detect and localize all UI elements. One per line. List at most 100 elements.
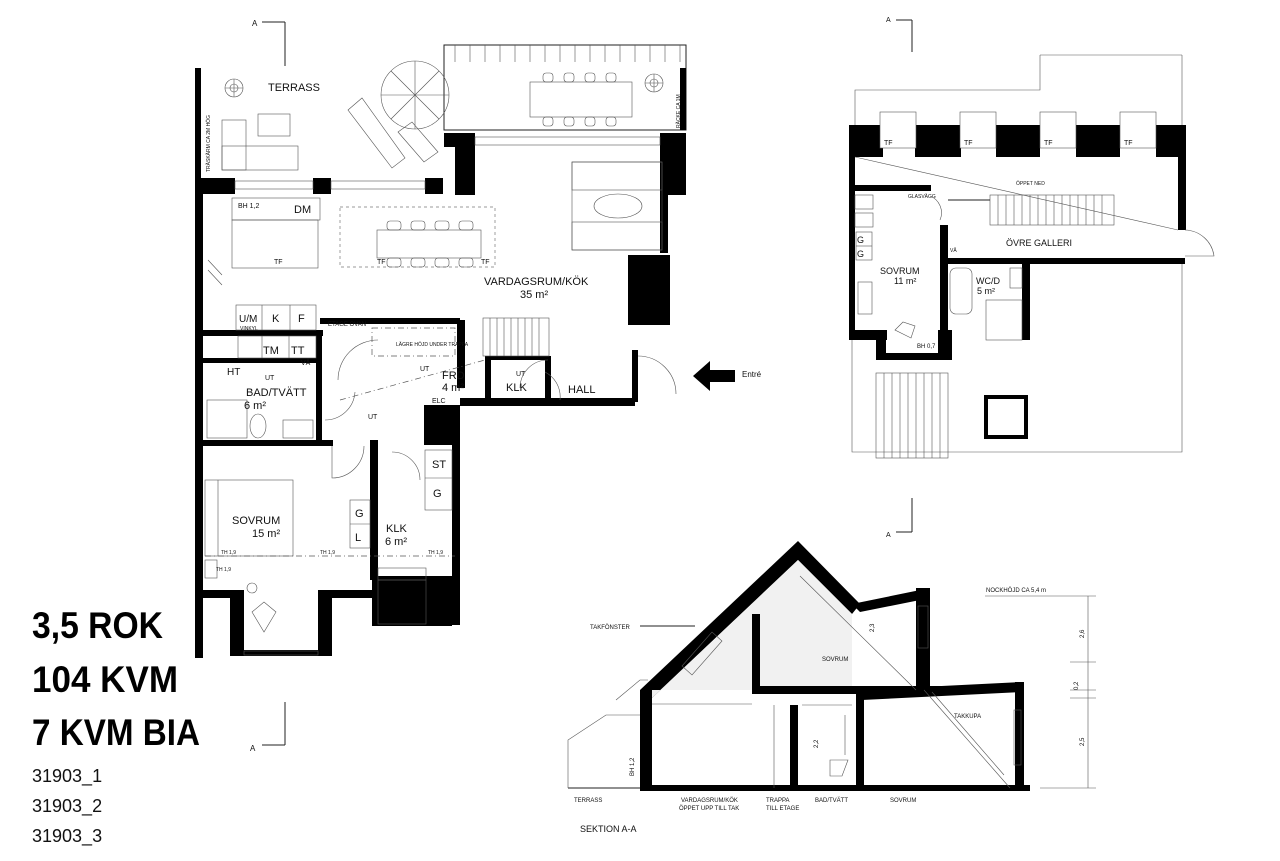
section-mark-top: A (252, 19, 286, 66)
bathroom-fixtures (206, 335, 317, 439)
section-bedroom-bottom-label: SOVRUM (890, 798, 916, 804)
main-floor-walls (195, 133, 686, 658)
wardrobe-label: G (857, 249, 864, 259)
walk-in-closet-area: 6 m² (385, 536, 407, 548)
electrical-cabinet-label: ELC (432, 398, 446, 405)
washer-label: TM (263, 345, 279, 357)
skylight-label: TF (884, 140, 893, 147)
oven-microwave-label: U/M (239, 314, 257, 325)
ceiling-height-note: TH 1,9 (221, 550, 236, 556)
towel-rail-label: HT (227, 367, 240, 378)
skylight-label: TF (1044, 140, 1053, 147)
vent-label: UT (265, 375, 275, 382)
living-room-area: 35 m² (520, 289, 548, 301)
section-dimension-line (985, 595, 1096, 789)
wardrobe-label: G (433, 488, 442, 500)
hall-closet-name: KLK (506, 382, 527, 394)
section-bath-label: BAD/TVÄTT (815, 797, 848, 804)
linen-cupboard-label: L (355, 532, 361, 544)
plant-icon (224, 78, 244, 98)
wc-shower-name: WC/D (976, 276, 1000, 286)
living-room-name: VARDAGSRUM/KÖK (484, 276, 589, 288)
section-living-label: VARDAGSRUM/KÖK (681, 797, 738, 804)
main-floor-labels: VARDAGSRUM/KÖK 35 m² BH 1,2 DM TF TF TF … (205, 203, 596, 573)
section-mark-upper-bottom: A (886, 498, 913, 539)
section-mark-upper-top: A (886, 17, 913, 52)
door-swings (324, 339, 677, 481)
parasol-icon (380, 60, 450, 130)
freezer-label: F (298, 313, 305, 325)
skylight-label: TF (481, 259, 490, 266)
storage-label: ST (432, 459, 446, 471)
section-bath-fixtures (802, 704, 852, 777)
dishwasher-label: DM (294, 204, 311, 216)
fridge-label: K (272, 313, 280, 325)
upper-gallery-label: ÖVRE GALLERI (1006, 238, 1072, 248)
upper-floor-plan: A A TF TF TF (849, 17, 1215, 539)
sill-height-label: BH 1,2 (630, 757, 636, 776)
room-count: 3,5 ROK (32, 605, 163, 646)
section-mark-bottom: A (250, 702, 286, 753)
dryer-label: TT (291, 345, 305, 357)
vent-label: UT (516, 371, 526, 378)
open-below-note: ÖPPET NED (1016, 180, 1045, 187)
upper-skylights (879, 111, 1157, 149)
skylight-label: TF (1124, 140, 1133, 147)
pantry-area: 4 m² (442, 382, 464, 394)
section-stairs-note: TILL ETAGE (766, 806, 799, 812)
sink-label: VÅ (950, 247, 957, 254)
apartment-code: 31903_2 (32, 796, 102, 817)
wine-cooler-label: VINKYL (240, 326, 258, 332)
vent-label: UT (368, 414, 378, 421)
upper-bedroom-name: SOVRUM (880, 266, 920, 276)
section-mark-label: A (252, 19, 258, 28)
pantry-name: FRD (442, 370, 465, 382)
section-a-a: NOCKHÖJD CA 5,4 m 2,6 0,2 2,5 2,3 2,2 BH… (567, 541, 1096, 834)
section-living-note: ÖPPET UPP TILL TAK (679, 805, 739, 812)
apartment-summary: 3,5 ROK 104 KVM 7 KVM BIA 31903_1 31903_… (32, 605, 200, 847)
entrance-arrow-icon (693, 361, 735, 391)
living-area: 104 KVM (32, 659, 178, 700)
terrace-dining-table-icon (529, 72, 633, 127)
glass-wall-note: GLASVÄGG (908, 193, 936, 200)
terrace-screen-note: TRÄSKÄRM CA 2M HÖG (205, 115, 212, 172)
loft-above-note: ETAGE OVAN (328, 322, 366, 328)
bedroom-area: 15 m² (252, 528, 280, 540)
walk-in-closet-name: KLK (386, 523, 407, 535)
wardrobe-label: G (355, 508, 364, 520)
upper-bedroom-area: 11 m² (894, 276, 916, 286)
window-sill-height: BH 1,2 (238, 203, 260, 210)
sink-label: VÅ (301, 358, 311, 367)
main-stairs (339, 317, 550, 401)
section-mark-label: A (886, 17, 891, 24)
bathroom-area: 6 m² (244, 400, 266, 412)
apartment-code: 31903_3 (32, 826, 102, 847)
plant-icon (644, 73, 664, 93)
section-bedroom-label: SOVRUM (822, 657, 848, 663)
apartment-code: 31903_1 (32, 766, 102, 787)
hall-name: HALL (568, 384, 596, 396)
wardrobe-label: G (857, 235, 864, 245)
section-title: SEKTION A-A (580, 824, 637, 834)
section-terrace-label: TERRASS (574, 798, 602, 804)
roof-window-label: TAKFÖNSTER (590, 624, 631, 631)
window-sill-height: BH 0,7 (917, 344, 936, 350)
bedroom-name: SOVRUM (232, 515, 280, 527)
terrace-railing-note: RÄCKE CA 1M (675, 94, 682, 128)
section-stairs-label: TRAPPA (766, 798, 790, 804)
section-mark-label: A (250, 744, 256, 753)
low-height-note: LÄGRE HÖJD UNDER TRAPPA (396, 341, 469, 348)
terrace-area: TERRASS TRÄSKÄRM CA 2M HÖG RÄCKE CA 1M (195, 44, 687, 180)
dimension-label: 0,2 (1074, 681, 1080, 690)
ridge-height-note: NOCKHÖJD CA 5,4 m (986, 587, 1046, 594)
entrance-label: Entré (742, 370, 762, 379)
secondary-area: 7 KVM BIA (32, 712, 200, 753)
ceiling-height-note: TH 1,9 (428, 550, 443, 556)
section-mark-label: A (886, 532, 891, 539)
skylight-label: TF (377, 259, 386, 266)
sun-lounger-icon (347, 97, 439, 169)
wc-shower-area: 5 m² (977, 286, 995, 296)
dimension-label: 2,5 (1080, 737, 1086, 746)
terrace-label: TERRASS (268, 82, 320, 94)
